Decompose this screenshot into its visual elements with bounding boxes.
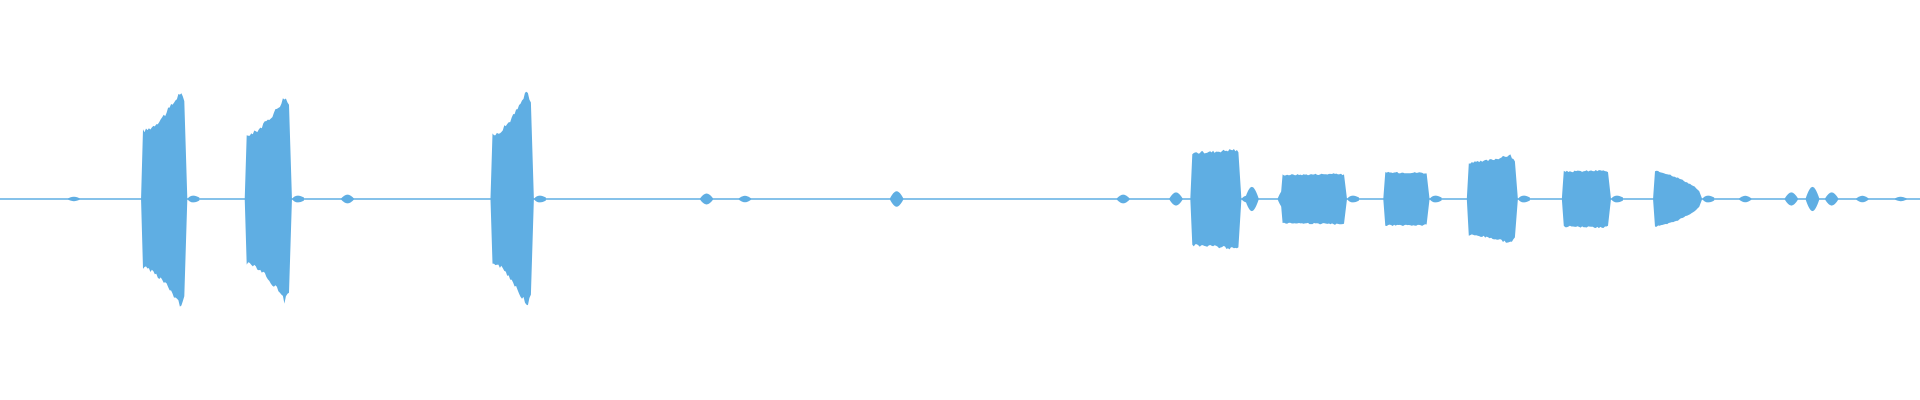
waveform-blip bbox=[737, 195, 752, 203]
waveform-blip bbox=[1824, 192, 1839, 206]
waveform-burst bbox=[141, 93, 188, 307]
waveform-burst-tail bbox=[533, 195, 546, 203]
waveform-burst bbox=[244, 98, 292, 304]
waveform-blip bbox=[889, 191, 904, 207]
waveform-blip bbox=[1116, 194, 1131, 204]
waveform-burst-tail bbox=[1702, 195, 1715, 203]
waveform-burst-tail bbox=[1241, 195, 1254, 203]
waveform-blip bbox=[699, 193, 714, 205]
waveform-burst-tail bbox=[1611, 195, 1623, 203]
waveform-burst bbox=[1383, 171, 1430, 226]
waveform-burst-tail bbox=[1429, 195, 1442, 203]
waveform-burst bbox=[1653, 170, 1703, 227]
waveform-burst-tail bbox=[291, 195, 304, 203]
waveform-blip bbox=[1893, 196, 1908, 202]
waveform-burst bbox=[490, 91, 534, 306]
waveform-burst bbox=[1466, 154, 1518, 243]
waveform-blip bbox=[1169, 192, 1183, 206]
waveform-burst bbox=[1190, 149, 1242, 250]
waveform-blip bbox=[1738, 195, 1753, 203]
waveform-burst bbox=[1561, 170, 1611, 229]
waveform-burst-tail bbox=[1517, 195, 1530, 203]
waveform-burst-tail bbox=[187, 195, 200, 203]
waveform-burst-tail bbox=[1347, 195, 1359, 203]
waveform-blip bbox=[1855, 195, 1870, 203]
waveform-bursts bbox=[141, 91, 1715, 307]
waveform-blip bbox=[340, 194, 355, 204]
waveform-blip bbox=[1805, 186, 1820, 212]
waveform-burst bbox=[1280, 173, 1347, 225]
waveform-blip bbox=[1784, 192, 1799, 206]
waveform-blip bbox=[66, 196, 81, 202]
